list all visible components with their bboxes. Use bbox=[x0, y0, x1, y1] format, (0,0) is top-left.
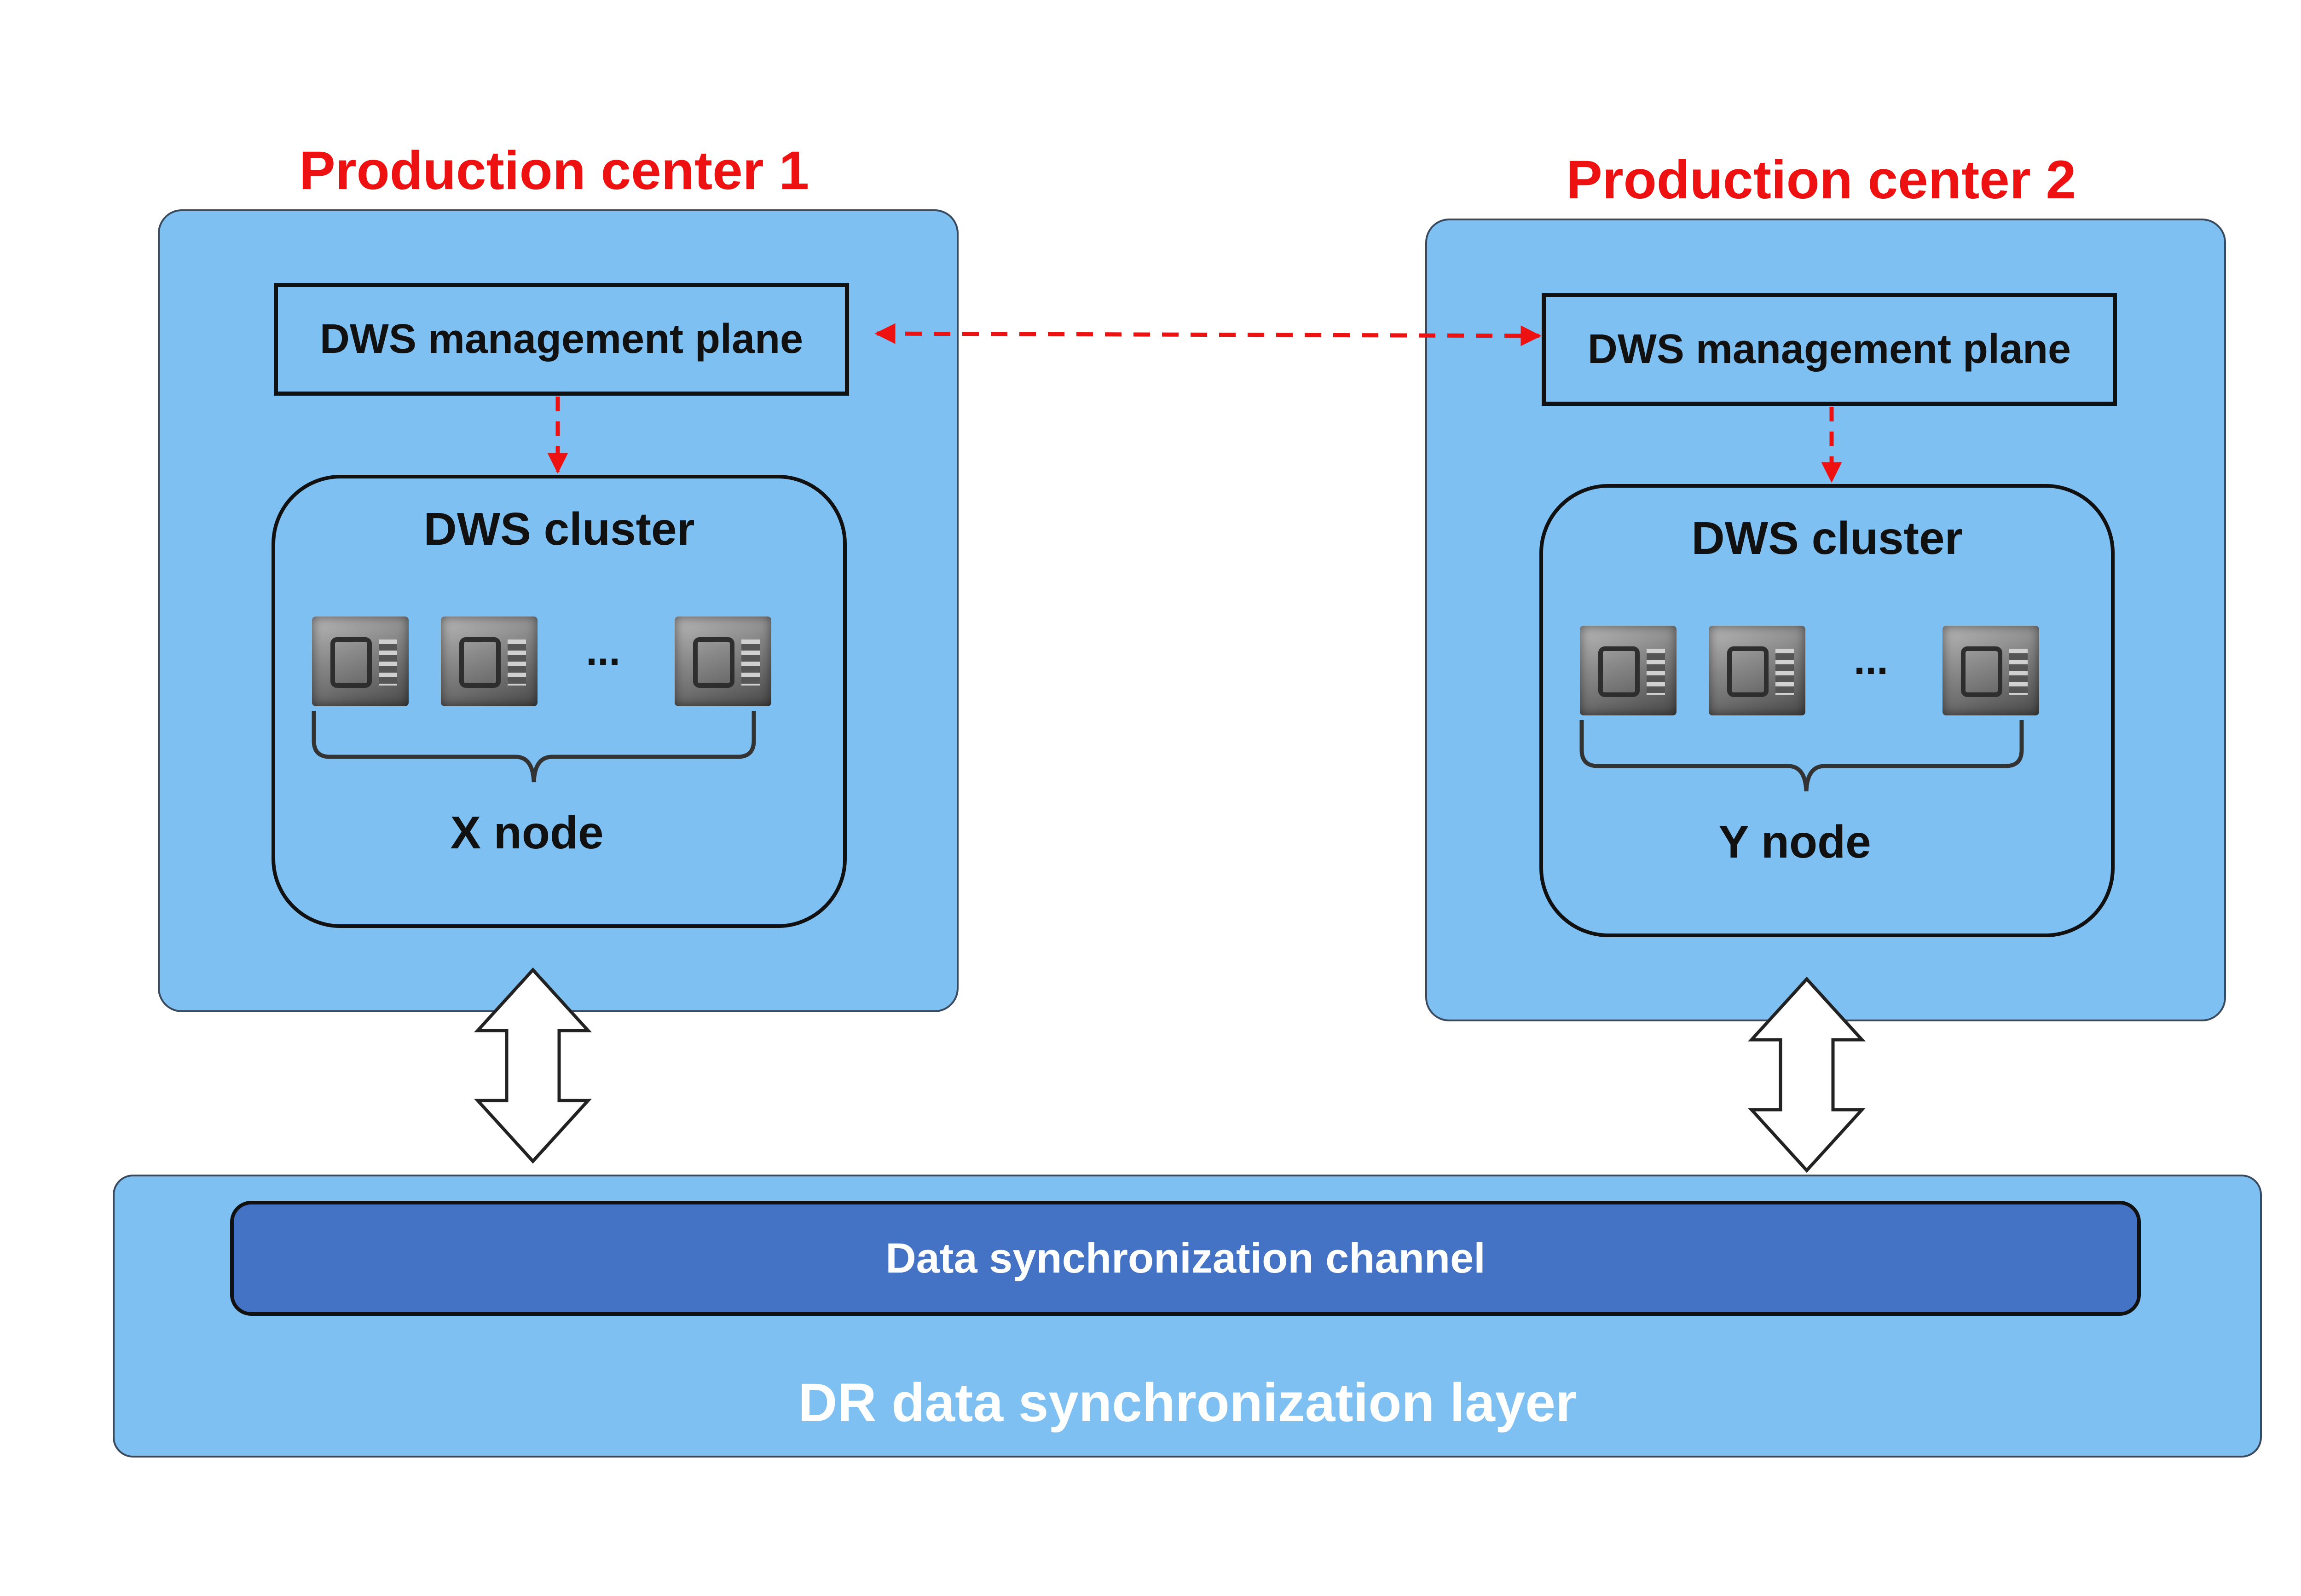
mgmt-sync-dashed-arrow bbox=[874, 323, 1542, 346]
server-ellipsis: ... bbox=[586, 628, 621, 674]
dws-cluster-1: DWS cluster ... X node bbox=[272, 475, 847, 928]
dws-cluster-1-title: DWS cluster bbox=[423, 503, 695, 555]
server-icon bbox=[1580, 626, 1677, 715]
server-icon bbox=[1943, 626, 2039, 715]
double-headed-arrow-icon bbox=[474, 967, 592, 1164]
dr-sync-layer-label: DR data synchronization layer bbox=[798, 1372, 1577, 1433]
management-plane-1: DWS management plane bbox=[274, 283, 849, 396]
server-icon bbox=[675, 617, 771, 706]
management-plane-2: DWS management plane bbox=[1542, 293, 2117, 406]
server-ellipsis: ... bbox=[1854, 637, 1889, 683]
management-plane-1-label: DWS management plane bbox=[319, 316, 804, 362]
production-center-1-title: Production center 1 bbox=[299, 140, 809, 201]
management-plane-2-label: DWS management plane bbox=[1587, 326, 2071, 372]
x-node-label: X node bbox=[450, 807, 604, 858]
production-center-2-title: Production center 2 bbox=[1566, 150, 2076, 210]
double-headed-arrow-icon bbox=[1748, 976, 1866, 1173]
dws-cluster-2: DWS cluster ... Y node bbox=[1539, 484, 2115, 937]
server-icon bbox=[312, 617, 409, 706]
data-sync-channel-label: Data synchronization channel bbox=[885, 1234, 1486, 1282]
curly-brace-icon bbox=[1579, 720, 2024, 792]
server-icon bbox=[1709, 626, 1805, 715]
server-icon bbox=[441, 617, 538, 706]
data-sync-channel: Data synchronization channel bbox=[230, 1201, 2141, 1316]
y-node-label: Y node bbox=[1718, 816, 1871, 868]
curly-brace-icon bbox=[312, 711, 756, 783]
dws-cluster-2-title: DWS cluster bbox=[1691, 513, 1963, 564]
